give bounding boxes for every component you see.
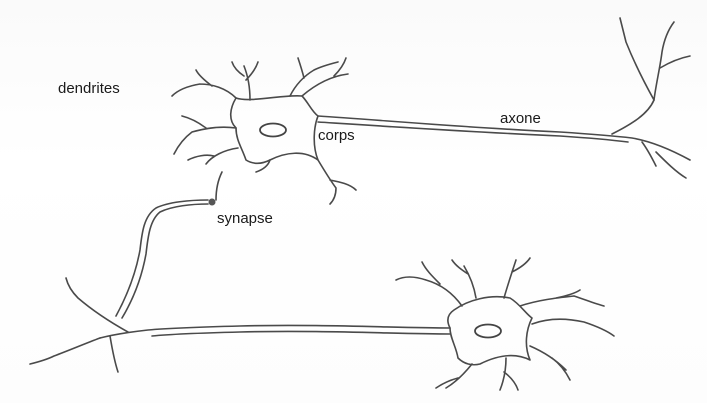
upper-dendrite-3 xyxy=(290,58,338,96)
connecting-axon xyxy=(116,200,208,316)
upper-dendrite-4 xyxy=(302,58,348,96)
axone-label: axone xyxy=(500,110,541,127)
lower-axon-terminal-1 xyxy=(66,278,128,332)
lower-dendrite-4 xyxy=(520,290,604,306)
upper-dendrite-1 xyxy=(172,70,236,98)
upper-dendrite-2 xyxy=(232,62,258,100)
upper-axon-terminal-3 xyxy=(660,56,690,68)
lower-dendrite-7 xyxy=(500,358,518,390)
upper-dendrite-5 xyxy=(174,116,236,154)
lower-dendrite-5 xyxy=(532,319,614,336)
upper-dendrite-8 xyxy=(318,160,356,204)
upper-neuron xyxy=(172,18,690,204)
lower-axon-edge xyxy=(152,331,450,336)
lower-dendrite-1 xyxy=(396,262,462,306)
synapse-stem xyxy=(216,172,222,200)
lower-axon-terminal-3 xyxy=(110,336,118,372)
lower-dendrite-2 xyxy=(452,260,476,298)
lower-neuron-soma xyxy=(448,297,532,365)
corps-label: corps xyxy=(318,127,355,144)
lower-dendrite-8 xyxy=(436,364,472,388)
upper-neuron-soma xyxy=(231,96,318,164)
upper-axon-terminal-2 xyxy=(620,18,654,100)
lower-neuron xyxy=(30,258,614,390)
lower-dendrite-3 xyxy=(504,258,530,298)
upper-axon-lower-edge xyxy=(318,122,628,142)
upper-neuron-nucleus xyxy=(260,124,286,137)
synapse-terminal xyxy=(209,199,216,206)
lower-dendrite-6 xyxy=(530,346,570,380)
connecting-axon-edge xyxy=(122,204,208,318)
synaptic-connection xyxy=(116,172,222,318)
upper-dendrite-6 xyxy=(188,148,238,164)
dendrites-label: dendrites xyxy=(58,80,120,97)
lower-axon-terminal-2 xyxy=(30,338,100,364)
lower-neuron-nucleus xyxy=(475,325,501,338)
upper-axon-terminal-4 xyxy=(642,142,656,166)
synapse-label: synapse xyxy=(217,210,273,227)
